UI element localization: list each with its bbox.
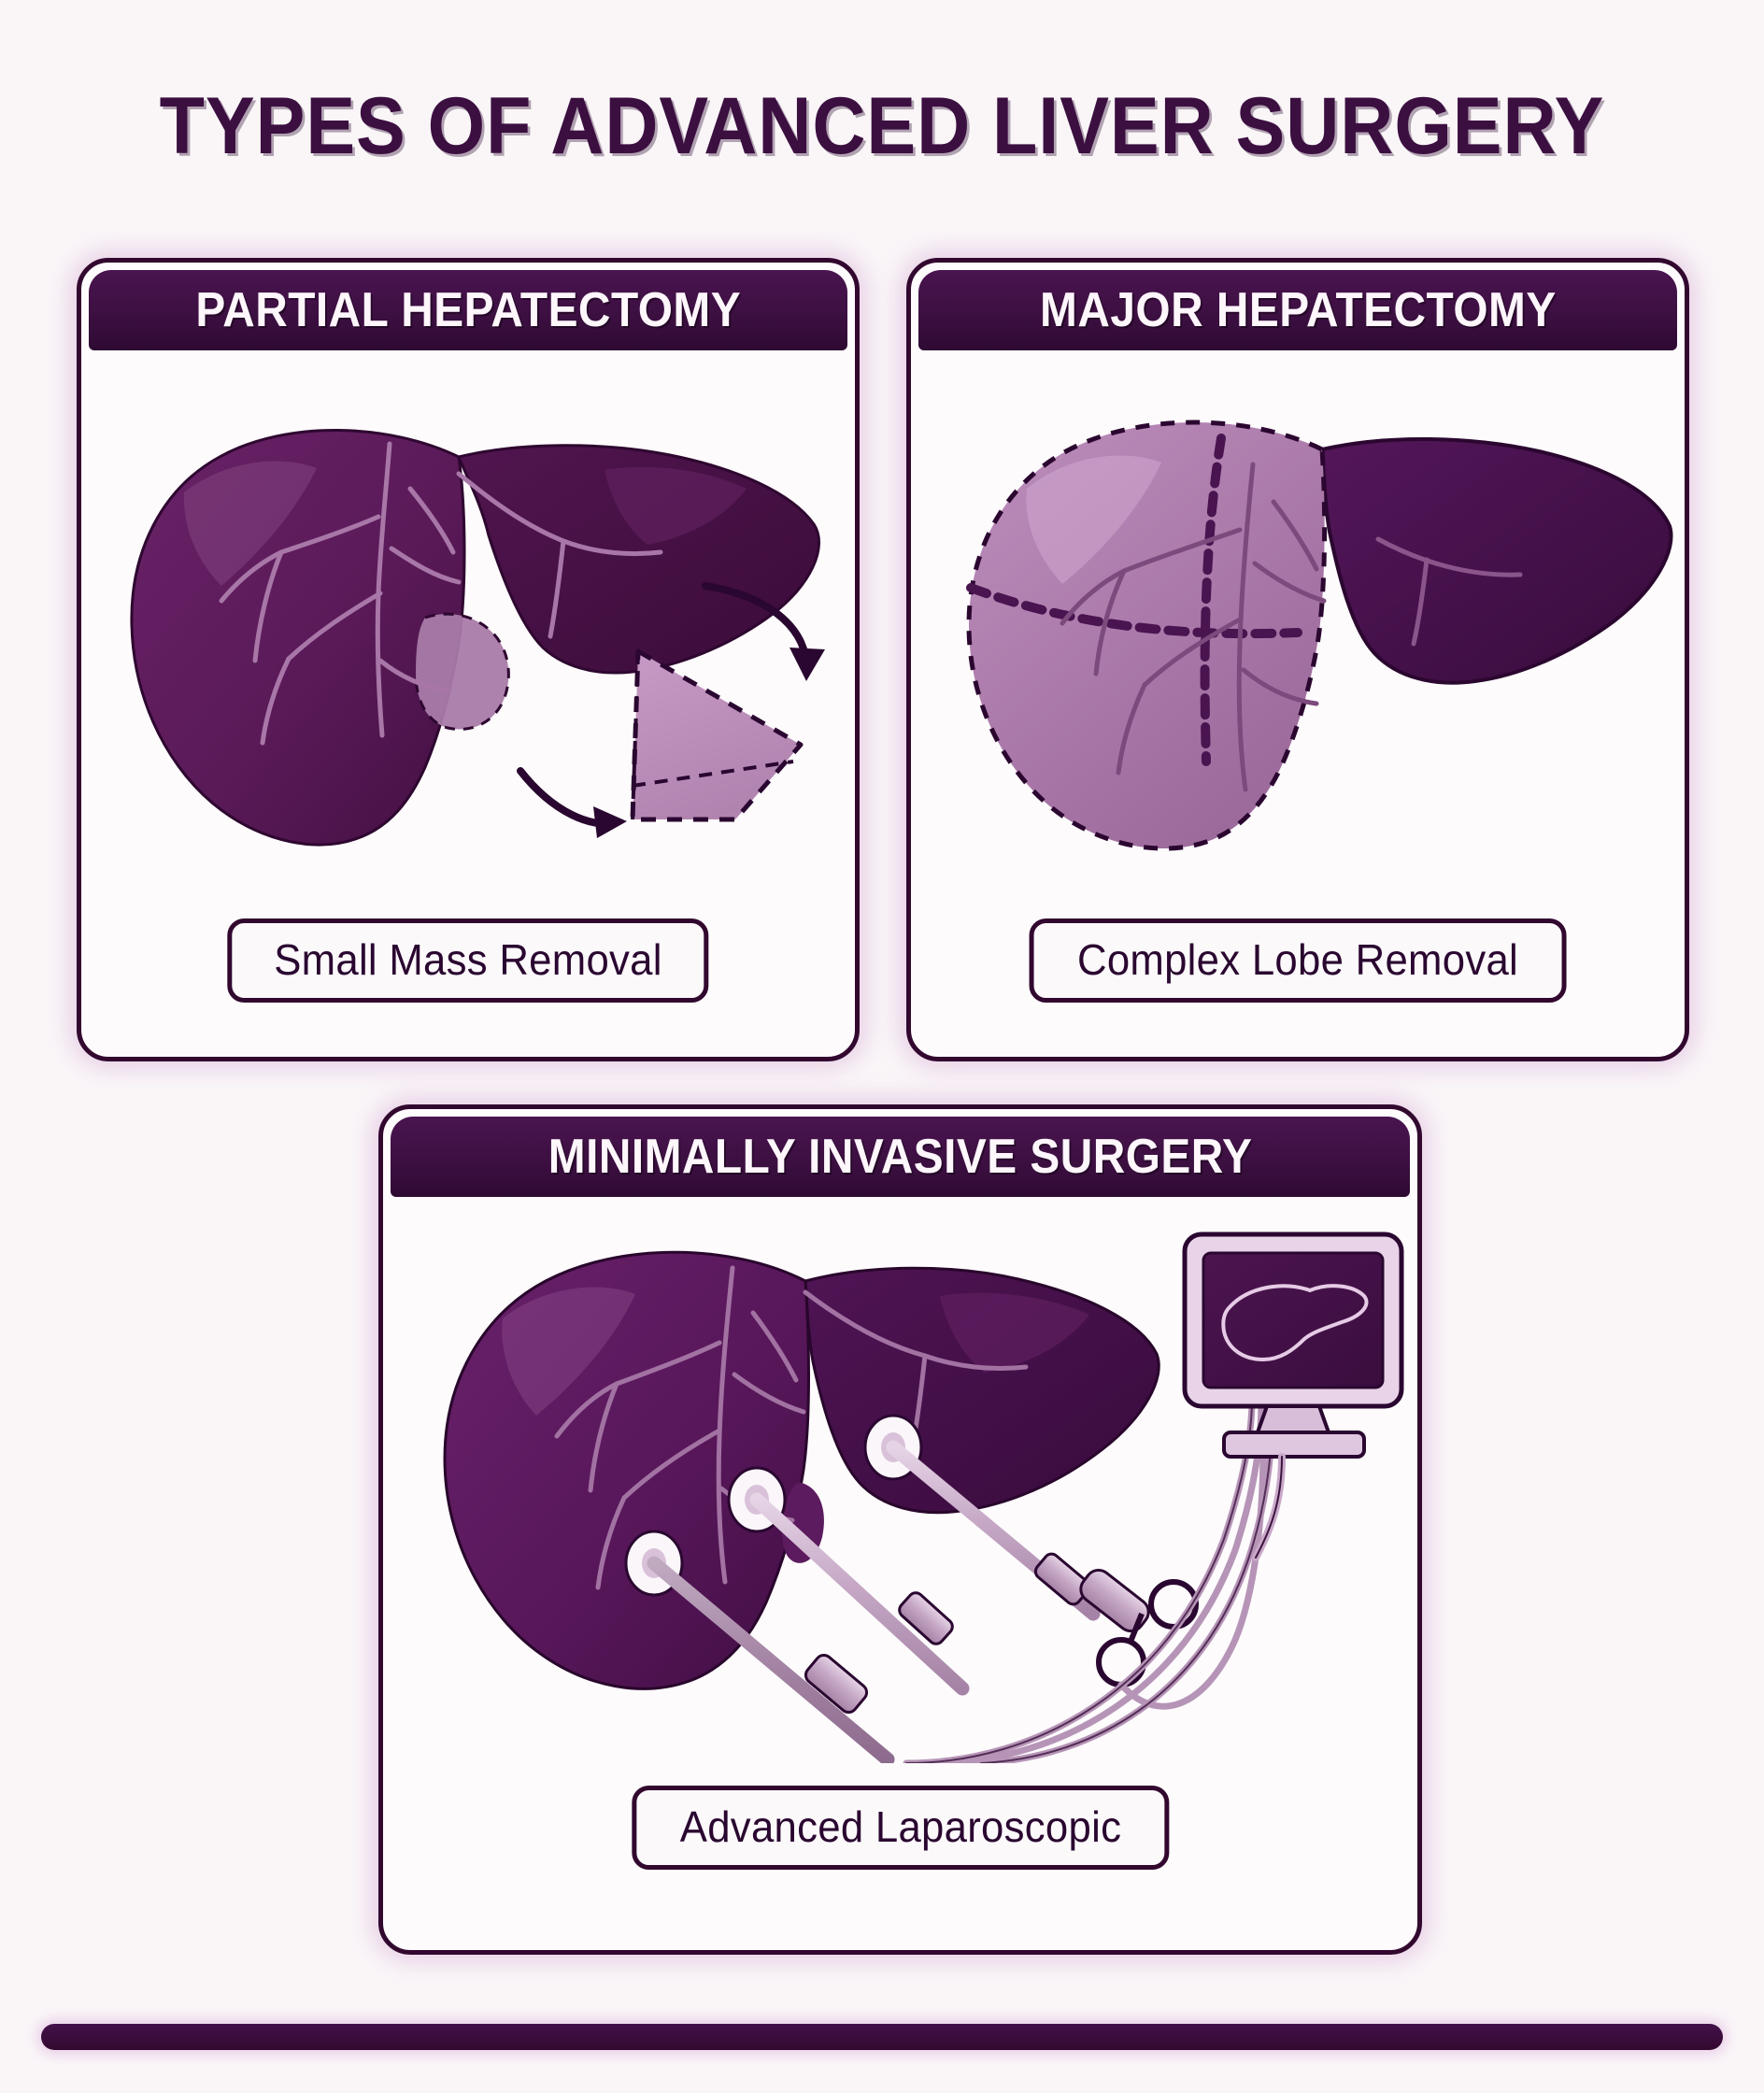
surgical-monitor: [1182, 1232, 1404, 1561]
liver-vessels: [1060, 462, 1327, 792]
liver-highlight-right: [940, 1292, 1089, 1373]
card-header-minimally-invasive-surgery: MINIMALLY INVASIVE SURGERY: [391, 1117, 1410, 1197]
caption-label: Advanced Laparoscopic: [679, 1802, 1121, 1851]
card-header-major-hepatectomy: MAJOR HEPATECTOMY: [918, 270, 1677, 350]
card-header-label: MAJOR HEPATECTOMY: [1039, 283, 1557, 337]
liver-vessels: [219, 441, 663, 746]
card-partial-hepatectomy: PARTIAL HEPATECTOMY: [77, 258, 860, 1061]
arrow-bottom-head: [593, 806, 627, 838]
card-header-partial-hepatectomy: PARTIAL HEPATECTOMY: [89, 270, 847, 350]
caption-pill-partial-hepatectomy: Small Mass Removal: [227, 918, 709, 1003]
footer-bar: [41, 2024, 1723, 2050]
card-minimally-invasive-surgery: MINIMALLY INVASIVE SURGERY: [378, 1104, 1422, 1955]
liver-highlight: [1026, 455, 1161, 584]
segment-division-lines: [966, 434, 1302, 766]
resection-dashed-line: [414, 612, 510, 731]
illustration-laparoscopic-liver: [383, 1203, 1417, 1763]
liver-highlight: [502, 1287, 635, 1416]
arrow-top-head: [790, 648, 825, 681]
liver-resection-bed: [416, 614, 509, 730]
liver-vessels-right: [1375, 536, 1523, 647]
resection-outline-dashed: [966, 420, 1328, 851]
monitor-screen: [1202, 1251, 1385, 1389]
caption-pill-minimally-invasive-surgery: Advanced Laparoscopic: [631, 1786, 1170, 1870]
liver-highlight-right: [605, 466, 747, 545]
caption-label: Small Mass Removal: [274, 935, 662, 984]
liver-right-lobe-dark: [1319, 437, 1673, 685]
liver-highlight: [183, 461, 317, 586]
card-major-hepatectomy: MAJOR HEPATECTOMY: [906, 258, 1689, 1061]
page-title: TYPES OF ADVANCED LIVER SURGERY: [159, 81, 1605, 171]
illustration-liver-lobe-segments: [911, 352, 1685, 876]
excised-wedge: [630, 648, 804, 822]
card-header-label: PARTIAL HEPATECTOMY: [195, 283, 741, 337]
caption-label: Complex Lobe Removal: [1076, 935, 1519, 984]
caption-pill-major-hepatectomy: Complex Lobe Removal: [1029, 918, 1567, 1003]
card-header-label: MINIMALLY INVASIVE SURGERY: [548, 1130, 1253, 1184]
illustration-liver-wedge-resection: [81, 352, 855, 876]
monitor-liver-outline: [1221, 1284, 1369, 1362]
